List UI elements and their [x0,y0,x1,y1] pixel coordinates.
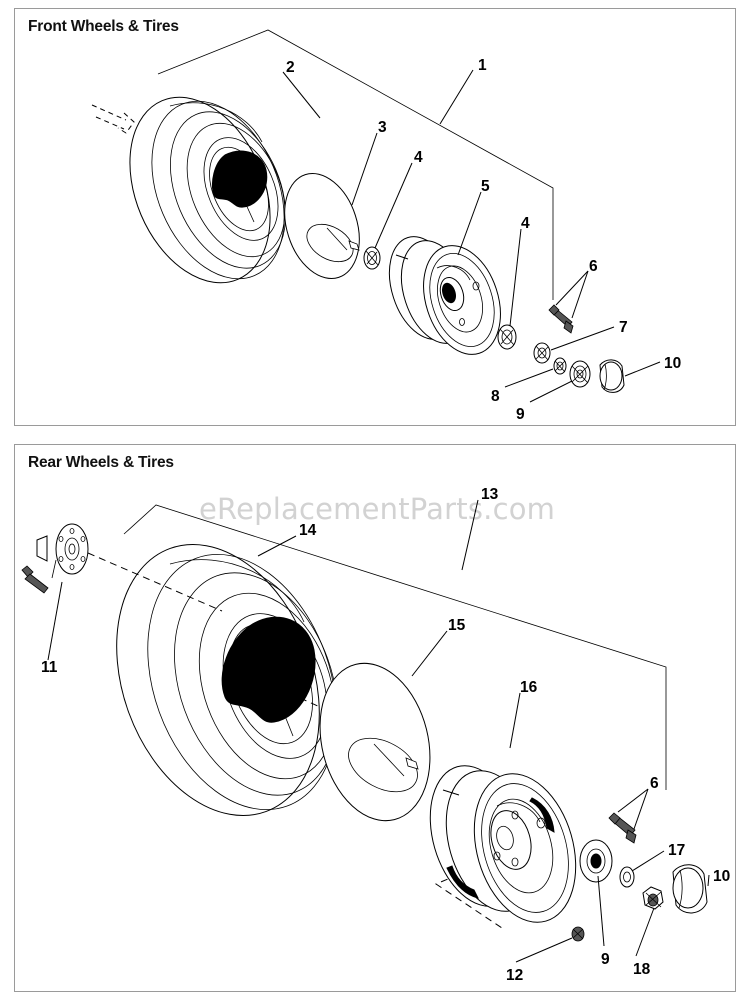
panel-title-front: Front Wheels & Tires [28,18,179,35]
callout-11: 11 [41,659,58,676]
callout-6-front: 6 [589,258,598,275]
callout-9-front: 9 [516,406,525,423]
callout-7: 7 [619,319,628,336]
panel-rear-wheels-tires [14,444,736,992]
callout-4a: 4 [414,149,423,166]
callout-16: 16 [520,679,538,696]
callout-15: 15 [448,617,466,634]
watermark: eReplacementParts.com [199,492,556,526]
callout-18: 18 [633,961,651,978]
callout-8: 8 [491,388,500,405]
callout-12: 12 [506,967,524,984]
callout-13: 13 [481,486,499,503]
callout-2: 2 [286,59,295,76]
callout-10-front: 10 [664,355,682,372]
callout-9-rear: 9 [601,951,610,968]
callout-10-rear: 10 [713,868,731,885]
callout-4b: 4 [521,215,530,232]
panel-title-rear: Rear Wheels & Tires [28,454,174,471]
panel-front-wheels-tires [14,8,736,426]
callout-1: 1 [478,57,487,74]
callout-14: 14 [299,522,317,539]
callout-5: 5 [481,178,490,195]
callout-6-rear: 6 [650,775,659,792]
callout-3: 3 [378,119,387,136]
callout-17: 17 [668,842,686,859]
